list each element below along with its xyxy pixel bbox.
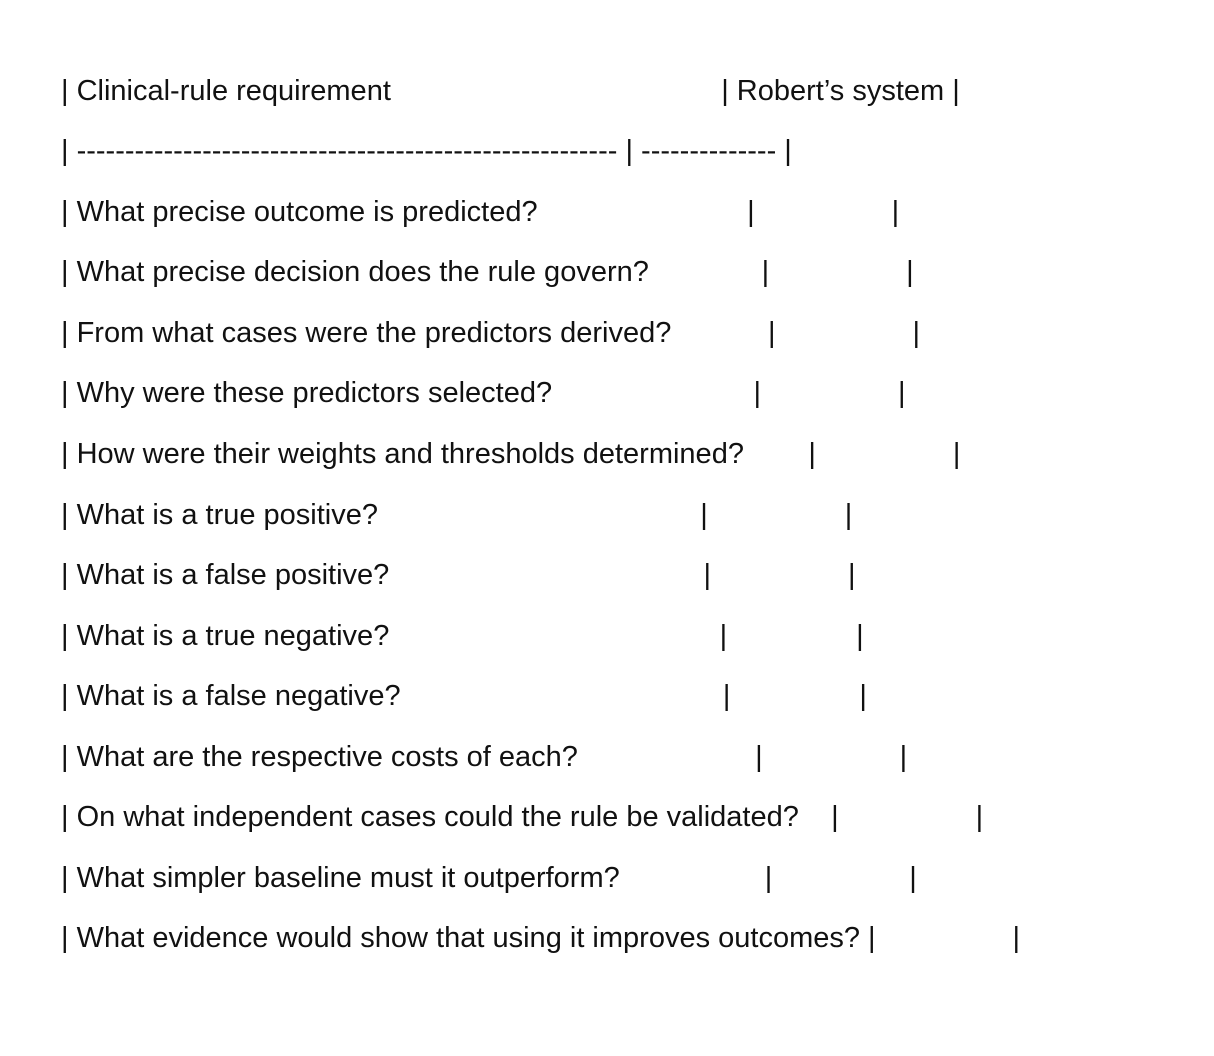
table-row-line: | What is a true negative? | | xyxy=(61,620,864,652)
table-row-line: | What is a true positive? | | xyxy=(61,499,853,531)
table-row-line: | What precise outcome is predicted? | | xyxy=(61,196,900,228)
table-row-line: | How were their weights and thresholds … xyxy=(61,438,961,470)
table-row-line: | What are the respective costs of each?… xyxy=(61,741,908,773)
table-separator-line: | --------------------------------------… xyxy=(61,135,792,167)
table-row-line: | What simpler baseline must it outperfo… xyxy=(61,862,917,894)
table-row-line: | What precise decision does the rule go… xyxy=(61,256,914,288)
table-row-line: | What is a false negative? | | xyxy=(61,680,867,712)
table-row-line: | From what cases were the predictors de… xyxy=(61,317,921,349)
table-row-line: | On what independent cases could the ru… xyxy=(61,801,984,833)
table-row-line: | Why were these predictors selected? | … xyxy=(61,377,906,409)
table-header-line: | Clinical-rule requirement | Robert’s s… xyxy=(61,75,960,107)
table-row-line: | What is a false positive? | | xyxy=(61,559,856,591)
table-row-line: | What evidence would show that using it… xyxy=(61,922,1021,954)
